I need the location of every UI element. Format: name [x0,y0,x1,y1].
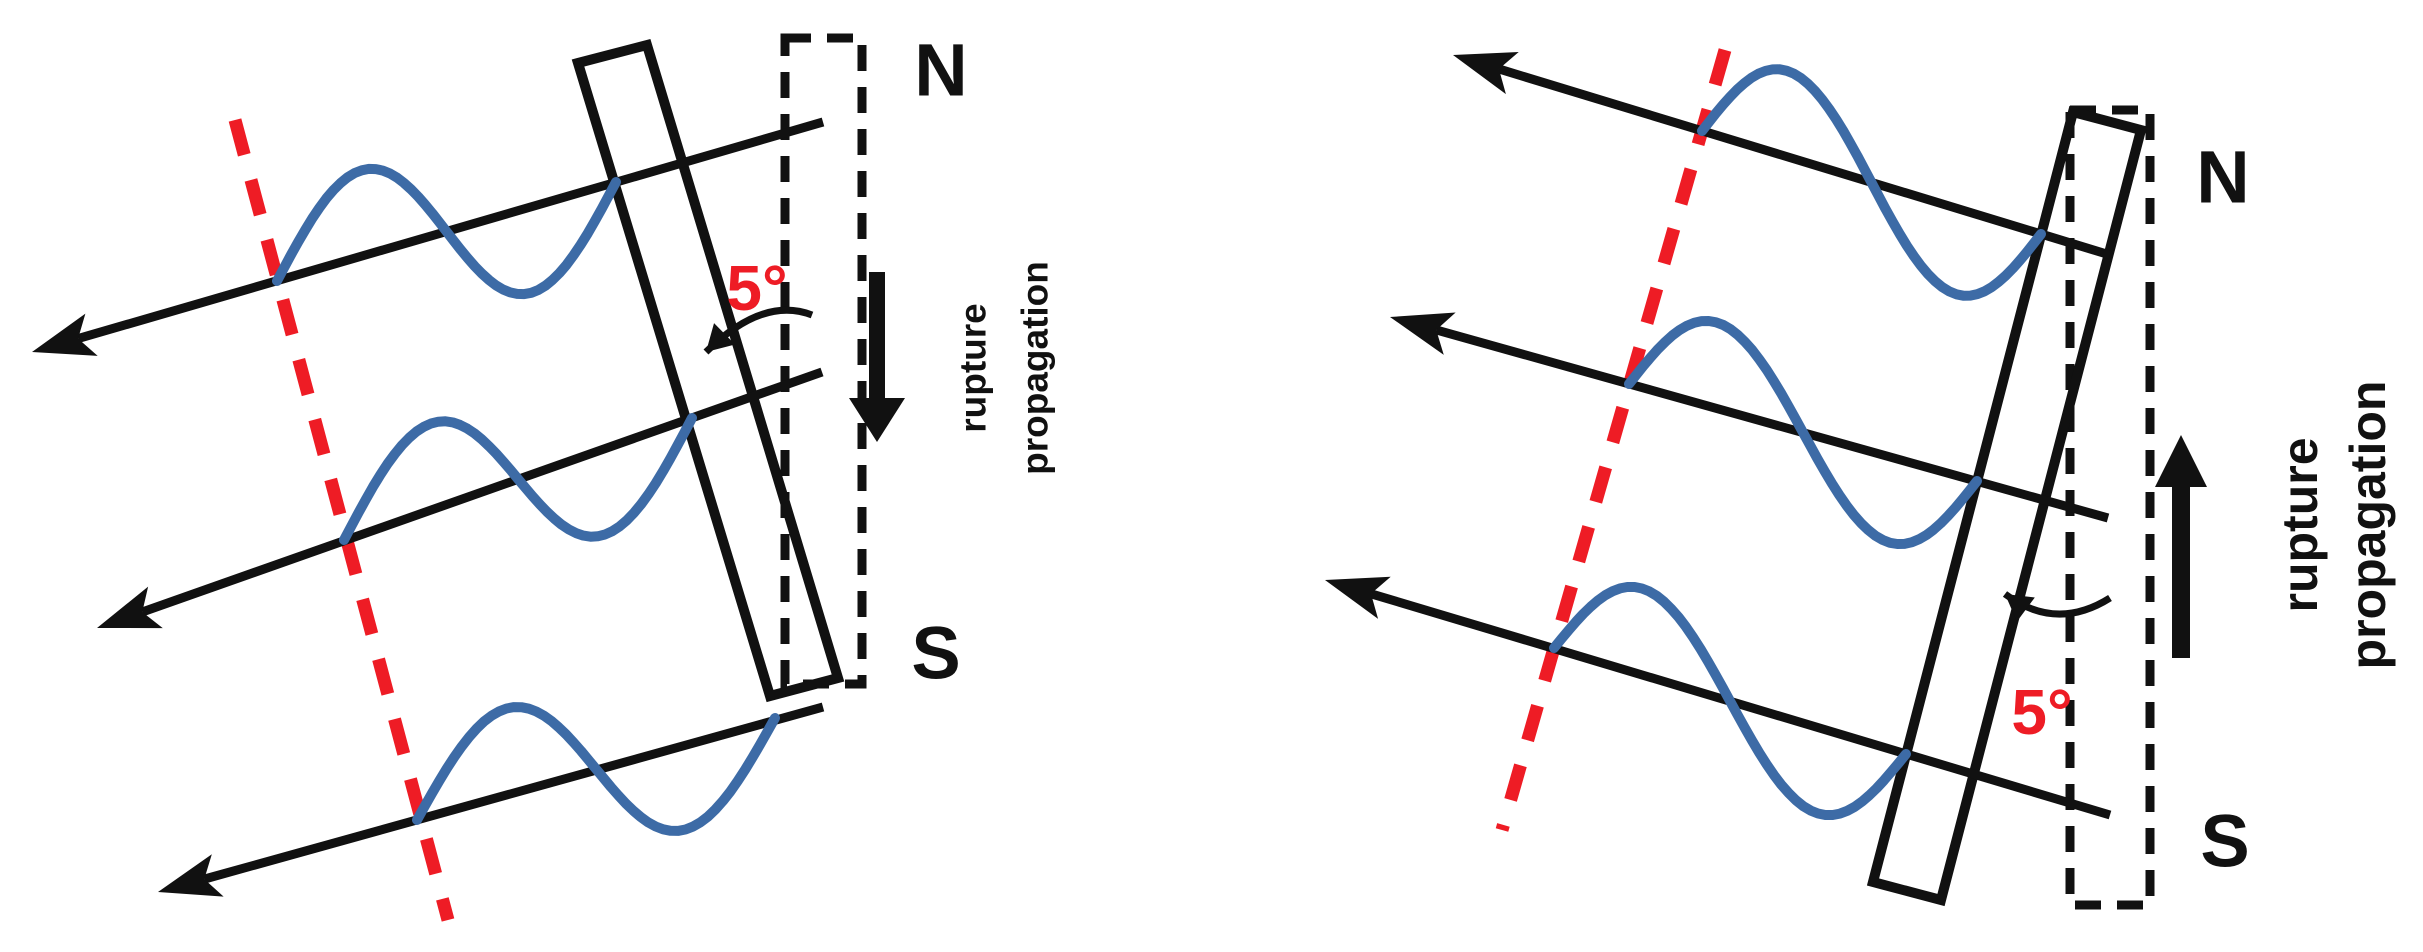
panel-right-shapes [1325,48,2207,910]
ray-arrowhead-2 [97,586,163,629]
ray-line-1 [1497,64,2112,260]
ray-arrowhead-3 [1325,576,1391,619]
ray-arrowhead-3 [158,854,224,897]
wavefront-dashed-line [228,118,455,922]
rupture-word: rupture [953,303,994,433]
wavefront-dashed-line [1495,48,1732,832]
rupture-propagation-arrow [849,272,905,442]
north-label-right: N [2196,136,2249,219]
rotation-arc-arrowhead [706,323,736,352]
seismic-waveform-1 [1697,64,2046,301]
north-label-left: N [914,29,967,112]
fault-plane-reference-dashed [780,33,867,689]
rupture-propagation-arrow [2155,435,2207,658]
rotation-angle-label-right: 5° [2011,676,2072,748]
seismic-waveform-3 [1549,582,1911,820]
rotation-arc-arrowhead [2005,594,2035,622]
south-label-right: S [2200,800,2249,883]
ray-arrowhead-1 [1453,52,1519,95]
rupture-word: rupture [2272,438,2328,613]
panel-northward-rupture: N S 5° rupture propagation [1325,48,2396,910]
ray-line-2 [140,367,824,617]
panel-left-shapes [32,33,905,922]
rupture-propagation-label-right: rupture propagation [2272,381,2396,670]
seismic-waveform-1 [272,163,621,300]
seismic-waveform-2 [1624,316,1982,549]
rupture-propagation-label-left: rupture propagation [953,261,1056,475]
ray-line-3 [1369,589,2112,820]
fault-plane-rotated [1866,105,2148,907]
ray-arrowhead-2 [1390,312,1456,355]
panel-southward-rupture: N S 5° rupture propagation [32,29,1056,922]
rotation-angle-label-left: 5° [726,252,787,324]
propagation-word: propagation [1015,261,1056,475]
fault-plane-rotated [571,38,845,703]
seismic-waveform-2 [339,413,697,545]
south-label-left: S [911,612,960,695]
ray-line-2 [1435,325,2110,523]
seismic-waveform-3 [412,702,780,836]
propagation-word: propagation [2340,381,2396,670]
ray-line-3 [203,702,825,884]
ray-arrowhead-1 [32,313,98,356]
